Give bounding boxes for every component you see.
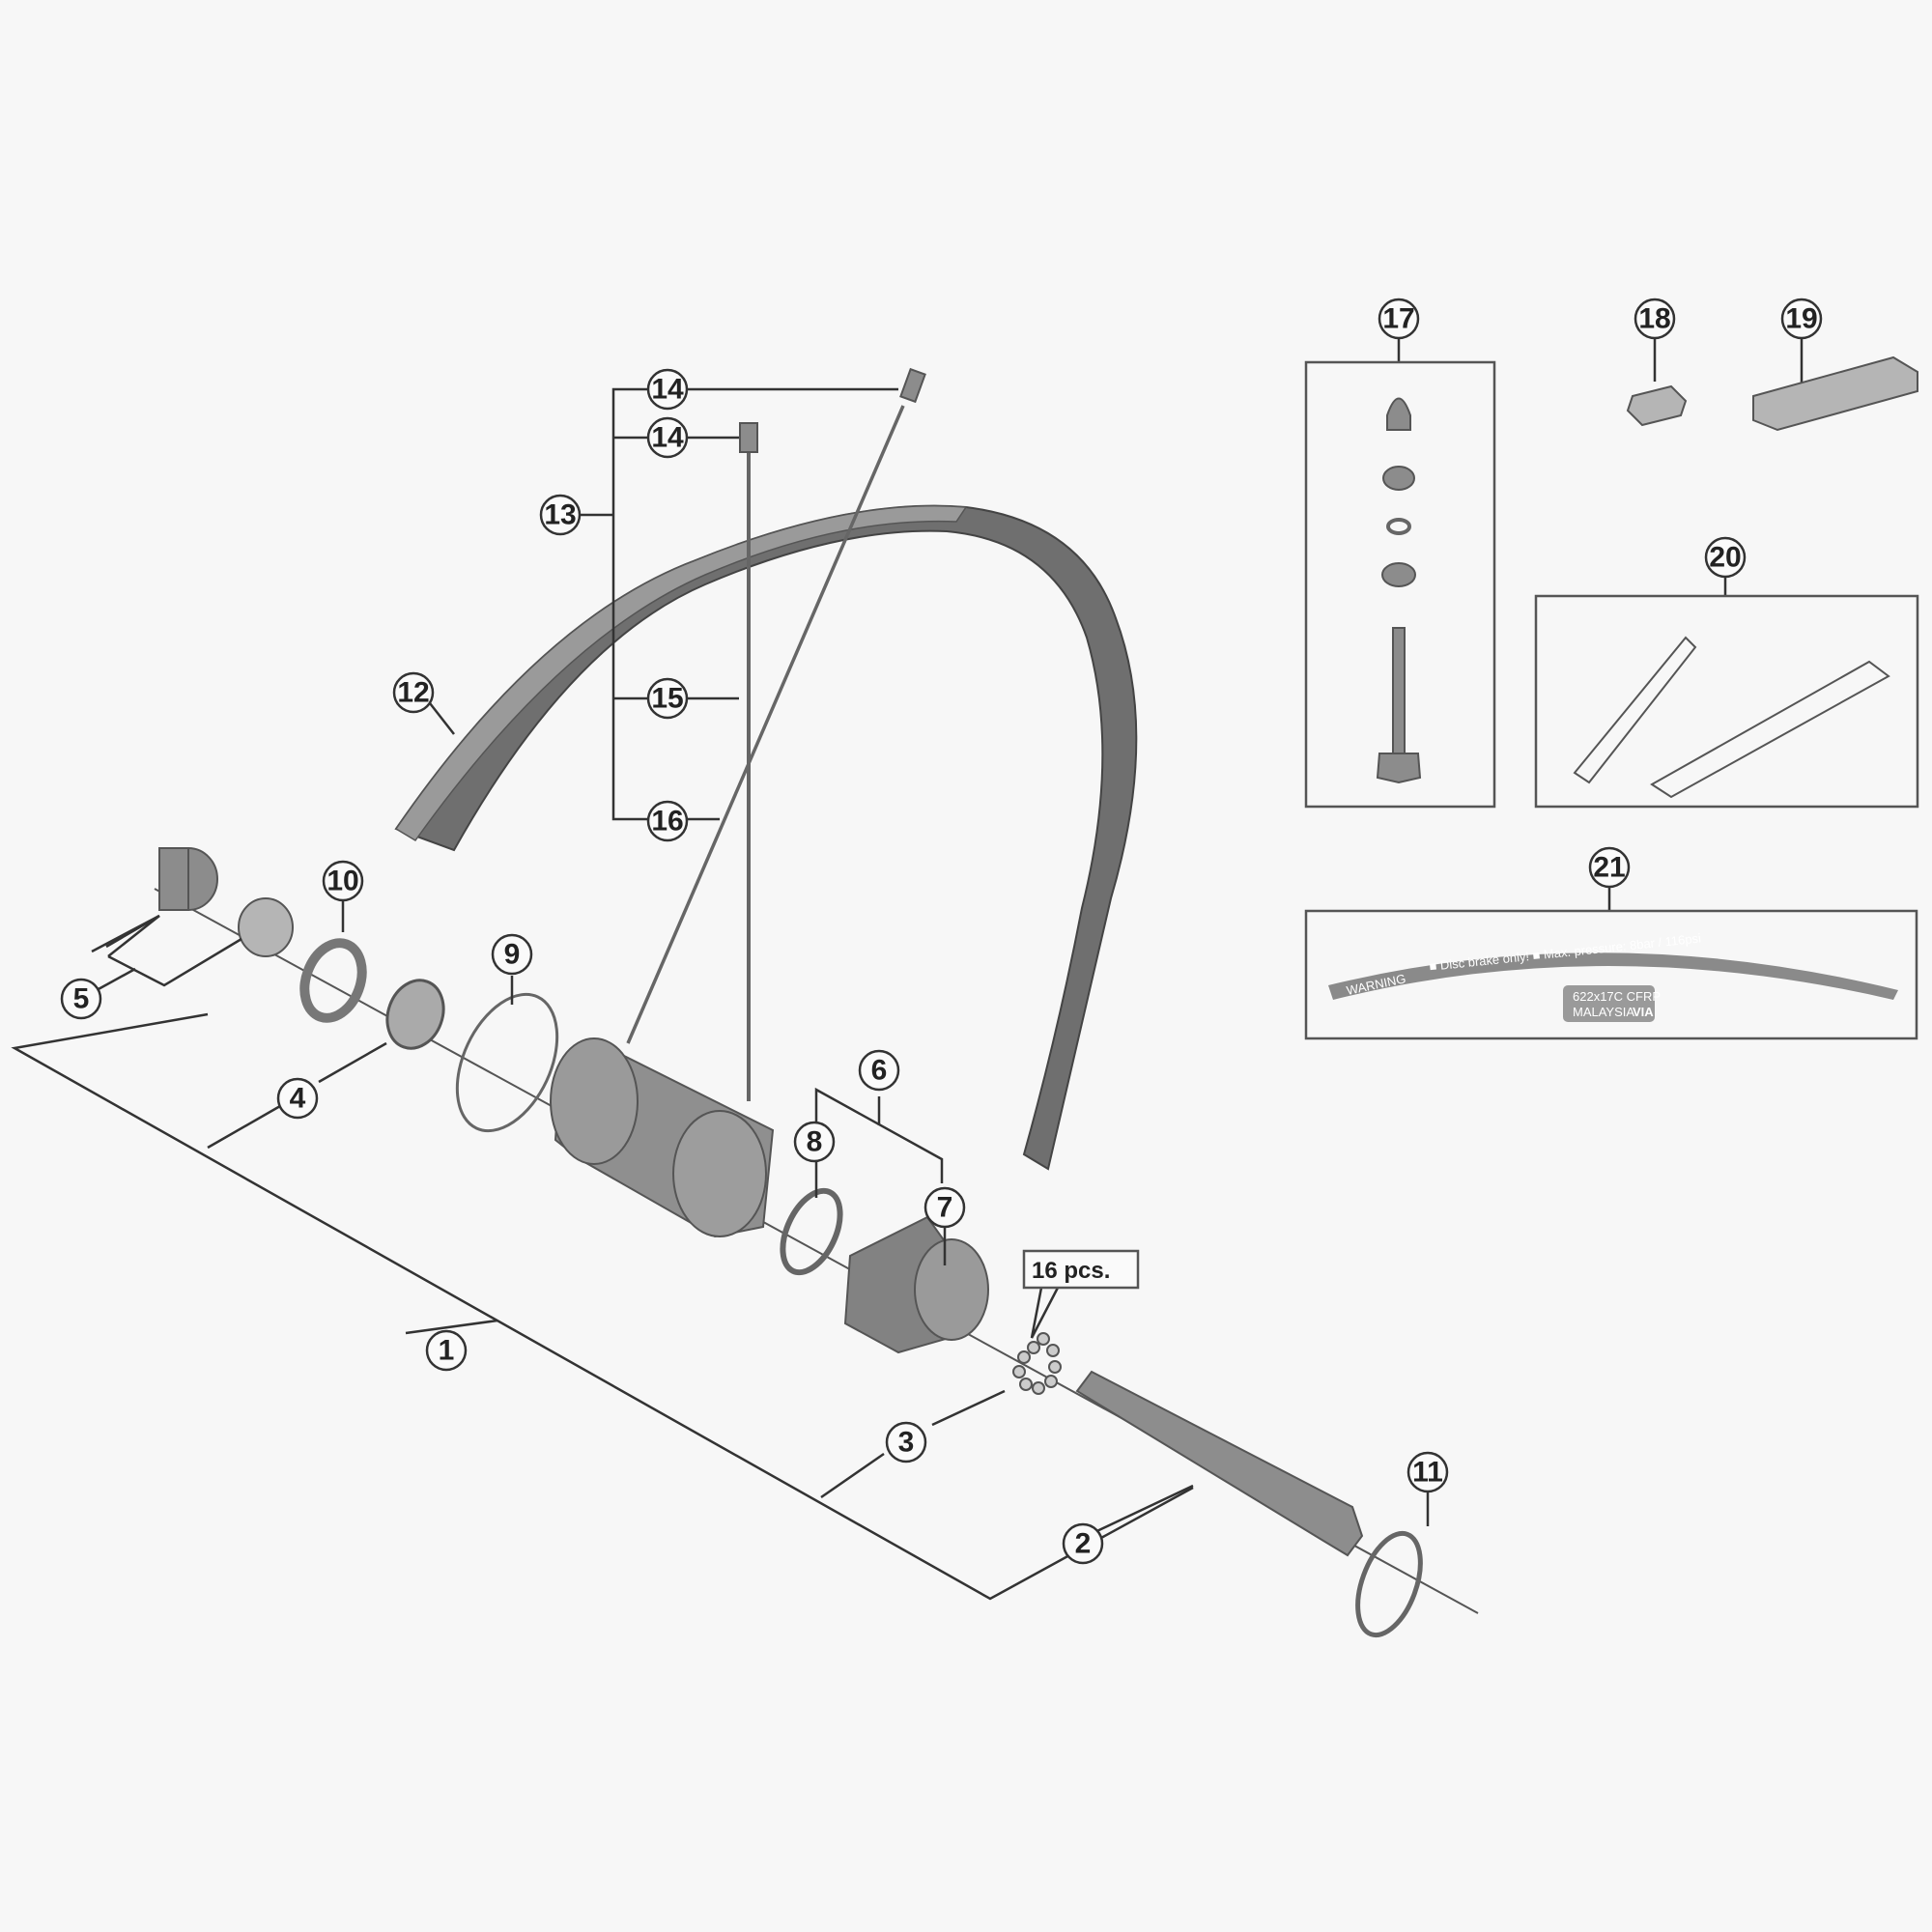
callout-14b: 14 (646, 416, 689, 459)
callout-number: 13 (544, 499, 576, 531)
leader-lines (11, 338, 1804, 1601)
callout-number: 4 (290, 1083, 306, 1115)
callout-3: 3 (885, 1421, 927, 1463)
callout-17: 17 (1378, 298, 1420, 340)
rim-part (394, 504, 1138, 1171)
callout-13: 13 (539, 494, 582, 536)
callout-21: 21 (1588, 846, 1631, 889)
callout-19: 19 (1780, 298, 1823, 340)
callout-9: 9 (491, 933, 533, 976)
decal-spec-text: 622x17C CFRP (1573, 989, 1661, 1004)
callout-12: 12 (392, 671, 435, 714)
callout-11: 11 (1406, 1451, 1449, 1493)
callout-number: 14 (651, 422, 684, 454)
nipple-long (899, 367, 926, 404)
callout-number: 6 (871, 1055, 888, 1087)
callout-18: 18 (1634, 298, 1676, 340)
callout-15: 15 (646, 677, 689, 720)
callout-1: 1 (425, 1329, 468, 1372)
decal-main-text: ■ Disc brake only! ■ Max. pressure: 8bar… (1429, 930, 1702, 973)
spokes (626, 367, 926, 1101)
decal-box (1304, 909, 1918, 1040)
callout-number: 11 (1412, 1457, 1443, 1489)
callout-number: 5 (73, 983, 90, 1015)
callout-10: 10 (322, 860, 364, 902)
callout-number: 9 (504, 939, 521, 971)
callout-number: 10 (327, 866, 358, 897)
decal-logo-text: VIA (1633, 1005, 1654, 1019)
tape-kit-box (1534, 594, 1919, 809)
callouts: 1 2 3 4 5 6 7 8 9 10 11 12 13 14 14 15 1… (60, 298, 1823, 1565)
callout-number: 3 (898, 1427, 915, 1459)
callout-number: 18 (1638, 303, 1670, 335)
hub-parts (158, 847, 1423, 1638)
callout-2: 2 (1062, 1522, 1104, 1565)
callout-number: 15 (651, 683, 683, 715)
callout-number: 20 (1709, 542, 1741, 574)
callout-number: 21 (1593, 852, 1625, 884)
callout-6: 6 (858, 1049, 900, 1092)
valve-kit-box (1304, 360, 1496, 809)
ball-ring (1012, 1332, 1062, 1395)
callout-7: 7 (923, 1186, 966, 1229)
callout-number: 16 (651, 806, 683, 838)
callout-number: 8 (807, 1126, 823, 1158)
callout-16: 16 (646, 800, 689, 842)
callout-20: 20 (1704, 536, 1747, 579)
spoke-holder-part (1626, 384, 1688, 427)
callout-number: 7 (937, 1192, 953, 1224)
callout-4: 4 (276, 1077, 319, 1120)
valve-parts (1376, 397, 1422, 784)
callout-number: 12 (397, 677, 429, 709)
rim-tape-parts (1573, 636, 1890, 799)
callout-8: 8 (793, 1121, 836, 1163)
rim-decal: WARNING ■ Disc brake only! ■ Max. pressu… (1328, 930, 1898, 1022)
callout-number: 19 (1785, 303, 1817, 335)
decal-country-text: MALAYSIA (1573, 1005, 1634, 1019)
qty-callout: 16 pcs. (1022, 1249, 1140, 1290)
callout-number: 2 (1075, 1528, 1092, 1560)
callout-number: 1 (439, 1335, 455, 1367)
spoke-wrench-part (1752, 355, 1918, 432)
callout-number: 17 (1382, 303, 1414, 335)
callout-14a: 14 (646, 368, 689, 411)
callout-number: 14 (651, 374, 684, 406)
callout-5: 5 (60, 978, 102, 1020)
qty-label: 16 pcs. (1032, 1258, 1110, 1284)
nipple-short (739, 422, 758, 453)
